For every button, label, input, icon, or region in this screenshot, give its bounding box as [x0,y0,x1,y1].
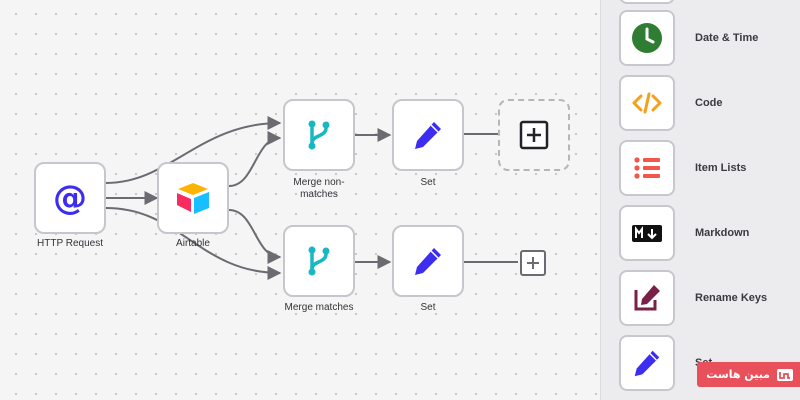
panel-item-date-time[interactable]: Date & Time [619,8,794,68]
airtable-node[interactable] [157,162,229,234]
panel-item-markdown[interactable]: Markdown [619,203,794,263]
watermark-badge: مبین هاست [697,362,800,387]
panel-item-partial[interactable] [619,0,794,6]
panel-item-label: Code [695,97,723,109]
merge-matches-node[interactable] [283,225,355,297]
node-icon [619,0,675,4]
edge-http-to-merge-matches [105,207,282,280]
plus-square-icon [519,120,549,150]
add-node-button[interactable] [518,248,548,278]
connections-layer [105,116,518,280]
add-node-dashed[interactable] [498,99,570,171]
pencil-icon [415,248,441,275]
http-request-node[interactable]: @ [34,162,106,234]
panel-item-rename-keys[interactable]: Rename Keys [619,268,794,328]
pencil-icon [415,122,441,149]
set-bottom-label: Set [420,302,436,313]
panel-item-code[interactable]: Code [619,73,794,133]
workflow-canvas[interactable]: @ HTTP Request Airtable Merge non- match… [0,0,600,400]
set-node-bottom[interactable] [392,225,464,297]
edit-square-icon [634,285,660,311]
edge-http-to-merge-non-matches [105,116,282,184]
airtable-label: Airtable [176,238,210,249]
pencil-icon [634,350,660,377]
panel-item-label: Date & Time [695,32,759,44]
list-icon [634,157,660,179]
panel-item-item-lists[interactable]: Item Lists [619,138,794,198]
svg-text:@: @ [53,178,87,218]
merge-non-matches-label-text: Merge non- matches [293,177,345,200]
watermark-text: مبین هاست [706,368,770,381]
node-list-panel[interactable]: Date & Time Code [600,0,800,400]
edge-airtable-to-merge-non-matches [228,131,282,187]
panel-item-label: Item Lists [695,162,747,174]
panel-item-label: Rename Keys [695,292,768,304]
airtable-logo-icon [177,183,209,214]
set-top-label: Set [420,177,436,188]
host-logo-icon [777,368,793,381]
merge-matches-label: Merge matches [284,302,354,313]
markdown-icon [632,225,662,242]
merge-branch-icon [308,120,330,150]
panel-item-label: Markdown [695,227,750,239]
merge-non-matches-label: Merge non- matches [259,177,379,201]
merge-branch-icon [308,246,330,276]
http-request-label: HTTP Request [37,238,103,249]
edge-airtable-to-merge-matches [228,209,282,264]
clock-icon [632,23,662,53]
set-node-top[interactable] [392,99,464,171]
merge-non-matches-node[interactable] [283,99,355,171]
plus-square-icon [520,250,546,276]
at-icon: @ [53,178,87,218]
code-icon [632,92,662,114]
